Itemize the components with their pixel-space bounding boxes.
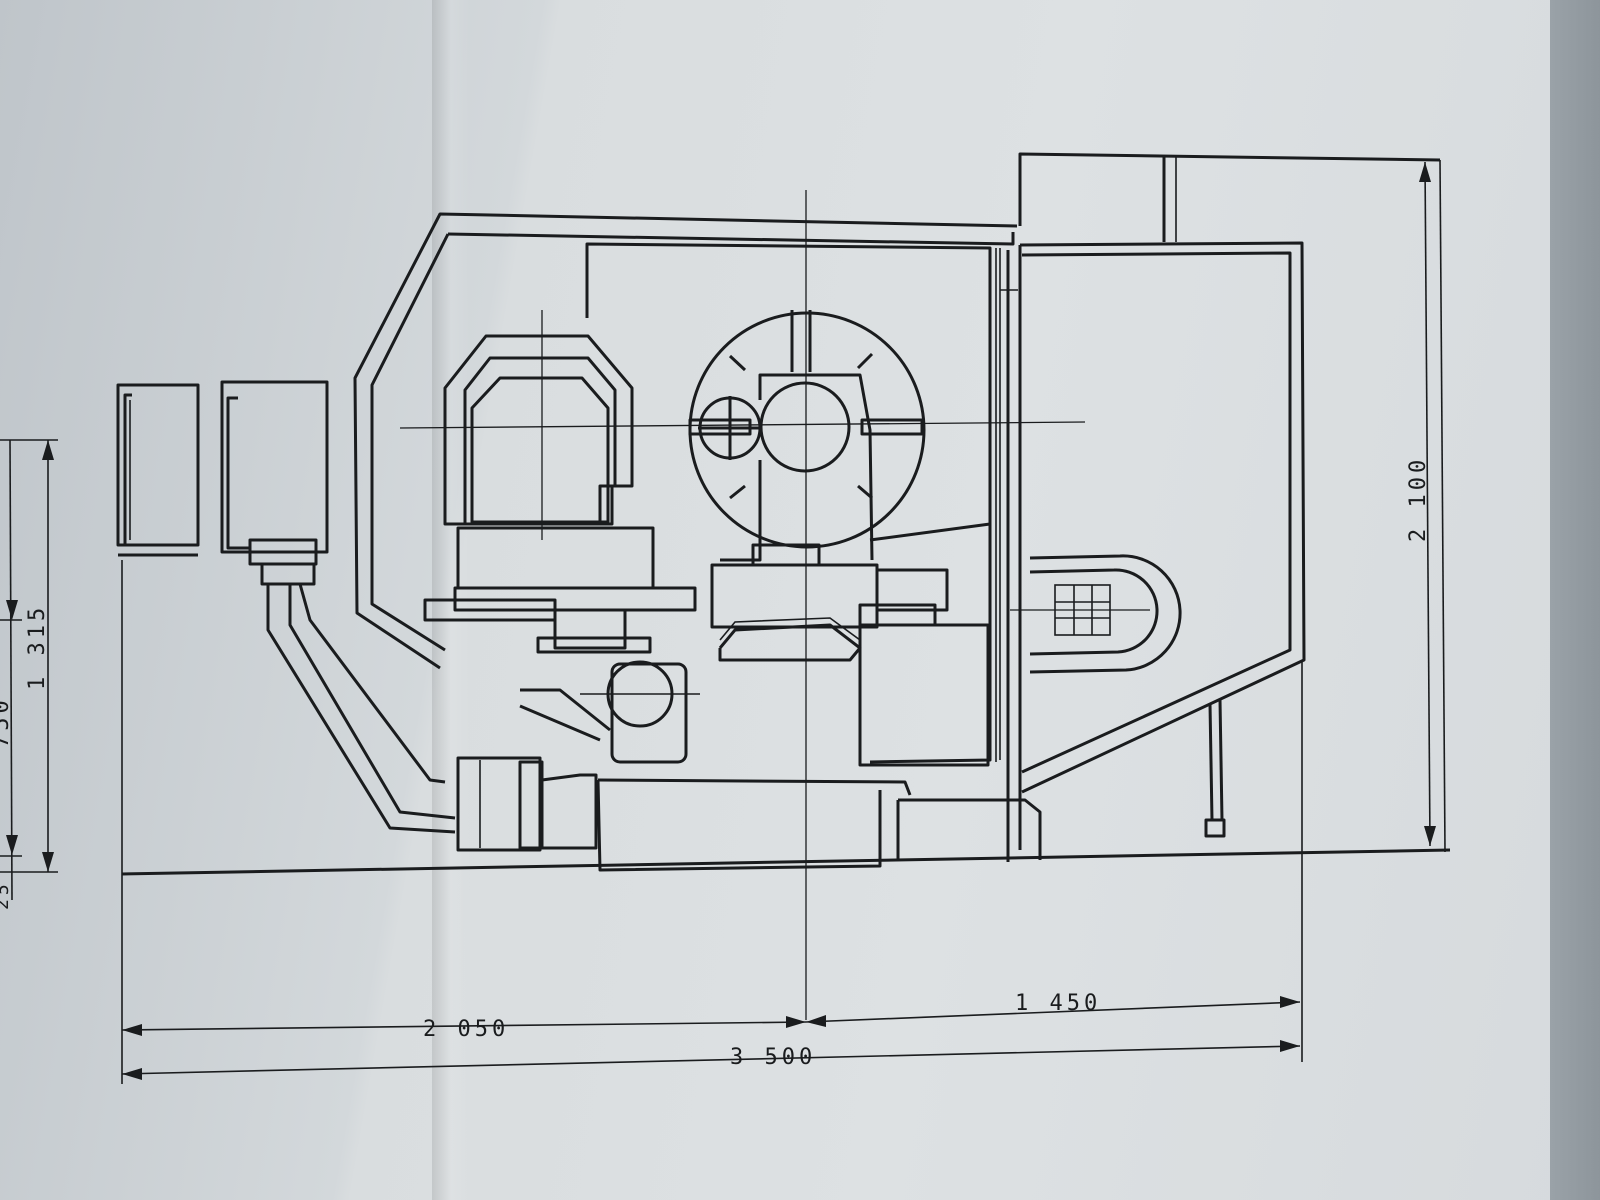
dimension-left-small-label: 25 <box>0 880 13 910</box>
fixture-housing <box>423 334 697 654</box>
dimension-left-partial-label: 750 <box>0 696 14 748</box>
dimension-left-height: 1 315 750 25 <box>0 439 58 910</box>
rotary-table <box>688 310 926 549</box>
machine-base <box>596 778 1042 872</box>
center-lines <box>399 190 1150 1020</box>
paper-right-edge <box>1550 0 1600 1200</box>
column <box>710 373 949 662</box>
dimension-height-label: 2 100 <box>1406 456 1431 542</box>
floor-line <box>121 848 1451 876</box>
enclosure-outline <box>353 212 1306 862</box>
cable-duct <box>266 583 456 834</box>
dimension-height: 2 100 <box>1406 161 1436 847</box>
dimension-left-width-label: 2 050 <box>423 1017 509 1042</box>
drive-motor <box>519 660 700 764</box>
chip-conveyor <box>456 756 598 852</box>
right-cabinet-module <box>858 554 1226 838</box>
dimension-left-height-label: 1 315 <box>25 604 50 690</box>
dimension-total-width-label: 3 500 <box>730 1045 816 1070</box>
dimension-right-width-label: 1 450 <box>1015 991 1101 1016</box>
control-unit <box>116 380 329 586</box>
top-cabinet <box>1018 152 1446 853</box>
inner-chamber <box>585 242 1018 764</box>
dimension-widths: 2 050 1 450 3 500 <box>121 560 1303 1084</box>
